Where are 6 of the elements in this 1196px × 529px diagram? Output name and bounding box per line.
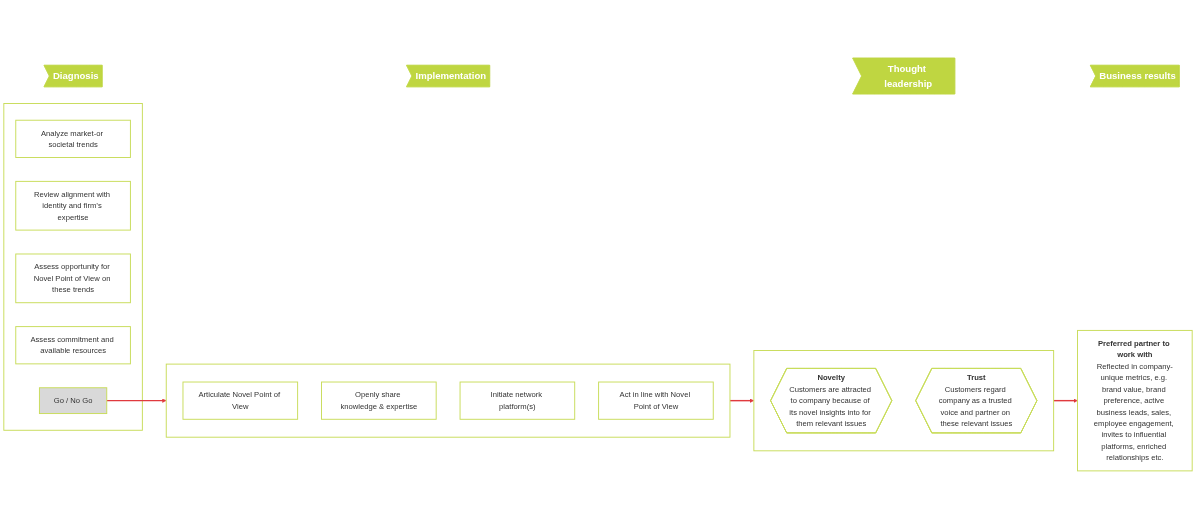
arrow	[729, 398, 755, 403]
arrow	[106, 398, 167, 403]
cluster	[753, 350, 1055, 452]
cluster	[3, 103, 143, 431]
cluster	[165, 363, 731, 438]
arrow	[1052, 398, 1078, 403]
